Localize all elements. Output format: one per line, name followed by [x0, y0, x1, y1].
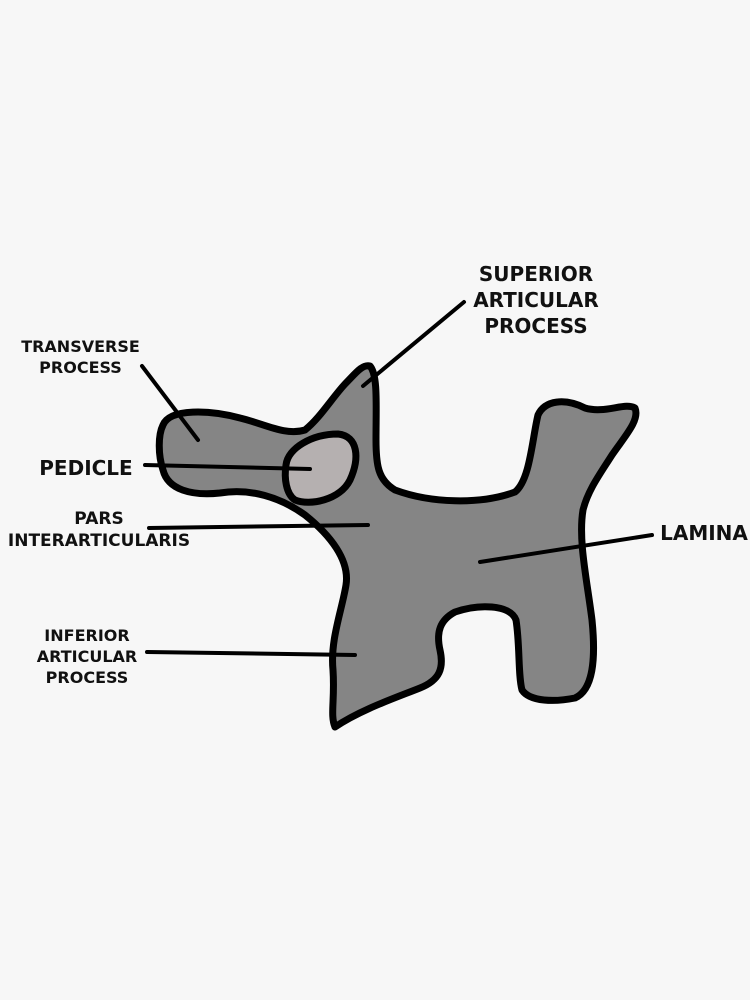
pars-interarticularis-label-line-2: INTERARTICULARIS: [7, 531, 191, 552]
pedicle-label-line-1: PEDICLE: [39, 456, 133, 480]
inferior-articular-process-label-line-3: PROCESS: [45, 667, 129, 687]
lamina-label: LAMINA: [658, 520, 750, 546]
superior-articular-process-leader: [361, 300, 466, 388]
inferior-articular-process-label-line-2: ARTICULAR: [36, 646, 138, 666]
inferior-articular-process-leader: [145, 650, 357, 657]
superior-articular-process-label-line-3: PROCESS: [484, 314, 588, 338]
pedicle-label: PEDICLE: [30, 455, 142, 481]
lamina-label-line-1: LAMINA: [660, 521, 748, 545]
lamina-leader: [478, 533, 654, 564]
transverse-process-label-line-1: TRANSVERSE: [21, 337, 140, 356]
pars-interarticularis-leader: [147, 523, 370, 530]
pedicle-shape: [281, 430, 360, 506]
superior-articular-process-label-line-2: ARTICULAR: [473, 288, 599, 312]
inferior-articular-process-label-line-1: INFERIOR: [44, 626, 130, 645]
transverse-process-leader: [140, 364, 200, 442]
pedicle-leader: [143, 463, 312, 471]
transverse-process-label-line-2: PROCESS: [39, 357, 122, 377]
vertebra-body-shape: [155, 362, 640, 731]
superior-articular-process-label-line-1: SUPERIOR: [478, 262, 594, 286]
pars-interarticularis-label-line-1: PARS: [74, 509, 124, 529]
